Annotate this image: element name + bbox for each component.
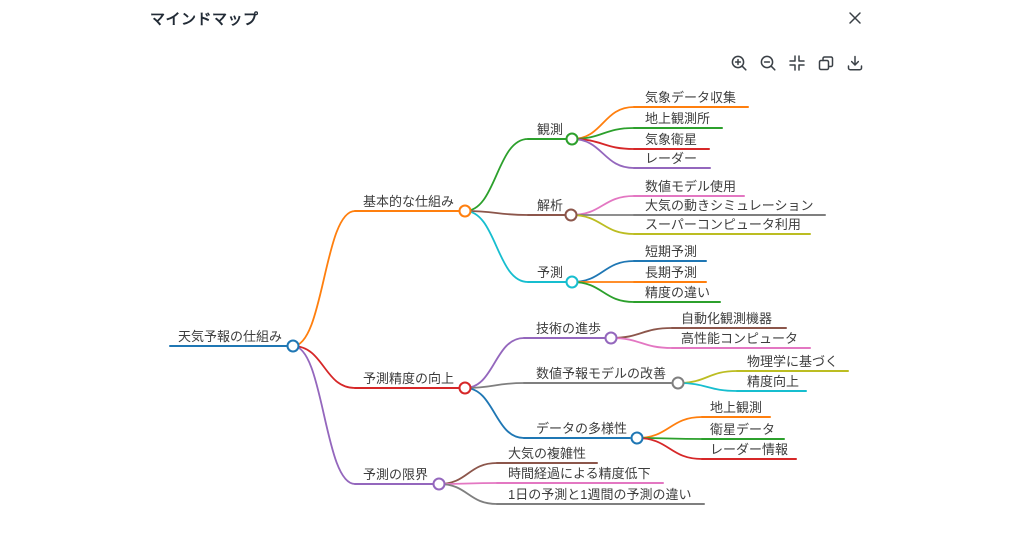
mindmap-node-label: レーダー情報 xyxy=(710,442,788,457)
fit-view-button[interactable] xyxy=(788,54,806,72)
mindmap-node-label: 観測 xyxy=(537,122,563,137)
mindmap-node-label: 予測精度の向上 xyxy=(363,371,454,386)
zoom-out-icon xyxy=(759,54,777,72)
mindmap-link xyxy=(464,382,525,389)
mindmap-node-toggle-circle[interactable] xyxy=(564,208,578,222)
mindmap-node-toggle-circle[interactable] xyxy=(630,431,644,445)
mindmap-link xyxy=(571,138,635,169)
mindmap-node-label: 技術の進歩 xyxy=(536,321,601,336)
mindmap-node-label: 予測の限界 xyxy=(363,467,428,482)
mindmap-node-label: 気象衛星 xyxy=(645,132,697,147)
close-button[interactable] xyxy=(845,8,865,28)
mindmap-node-label: スーパーコンピュータ利用 xyxy=(645,217,801,232)
zoom-in-button[interactable] xyxy=(730,54,748,72)
zoom-in-icon xyxy=(730,54,748,72)
mindmap-circles xyxy=(286,132,685,491)
mindmap-node-label: 衛星データ xyxy=(710,422,775,437)
mindmap-link xyxy=(610,327,673,339)
mindmap-node-label: 基本的な仕組み xyxy=(363,194,454,209)
mindmap-node-toggle-circle[interactable] xyxy=(458,204,472,218)
mindmap-link xyxy=(610,337,673,349)
mindmap-node-label: 長期予測 xyxy=(645,265,697,280)
mindmap-node-label: 解析 xyxy=(537,198,563,213)
mindmap-node-toggle-circle[interactable] xyxy=(286,339,300,353)
mindmap-link xyxy=(677,370,738,384)
copy-icon xyxy=(817,54,835,72)
mindmap-node-toggle-circle[interactable] xyxy=(604,331,618,345)
mindmap-underlines xyxy=(169,106,849,505)
mindmap-node-toggle-circle[interactable] xyxy=(671,376,685,390)
mindmap-node-label: 気象データ収集 xyxy=(645,90,736,105)
mindmap-node-label: 数値モデル使用 xyxy=(645,179,736,194)
mindmap-node-label: 高性能コンピュータ xyxy=(681,331,798,346)
mindmap-node-label: レーダー xyxy=(645,151,697,166)
mindmap-link xyxy=(464,337,525,389)
copy-button[interactable] xyxy=(817,54,835,72)
download-button[interactable] xyxy=(846,54,864,72)
mindmap-link xyxy=(464,138,529,212)
mindmap-link xyxy=(571,260,635,283)
mindmap-link xyxy=(464,210,529,216)
zoom-out-button[interactable] xyxy=(759,54,777,72)
mindmap-node-label: 物理学に基づく xyxy=(747,354,838,369)
mindmap-node-toggle-circle[interactable] xyxy=(432,477,446,491)
mindmap-node-label: 時間経過による精度低下 xyxy=(508,466,651,481)
mindmap-node-toggle-circle[interactable] xyxy=(565,132,579,146)
mindmap-link xyxy=(464,210,529,283)
toolbar xyxy=(730,54,864,72)
mindmap-link xyxy=(636,437,703,460)
mindmap-link xyxy=(292,345,356,389)
mindmap-node-label: 地上観測所 xyxy=(645,111,710,126)
mindmap-node-label: 大気の動きシミュレーション xyxy=(645,198,813,213)
mindmap-node-label: 1日の予測と1週間の予測の違い xyxy=(508,487,691,502)
mindmap-link xyxy=(570,214,635,235)
mindmap-node-label: 数値予報モデルの改善 xyxy=(536,366,666,381)
mindmap-node-label: 精度向上 xyxy=(747,374,799,389)
mindmap-node-label: 精度の違い xyxy=(645,285,710,300)
fit-view-icon xyxy=(788,54,806,72)
mindmap-link xyxy=(292,210,356,347)
mindmap-link xyxy=(570,195,635,216)
download-icon xyxy=(846,54,864,72)
mindmap-node-label: 予測 xyxy=(537,265,563,280)
close-icon xyxy=(848,11,862,25)
mindmap-node-label: 地上観測 xyxy=(710,400,762,415)
mindmap-link xyxy=(438,483,498,505)
mindmap-link xyxy=(292,345,356,485)
mindmap-node-label: 大気の複雑性 xyxy=(508,446,586,461)
mindmap-link xyxy=(677,382,738,392)
mindmap-links xyxy=(292,106,738,505)
mindmap-link xyxy=(571,281,635,303)
mindmap-link xyxy=(636,416,703,439)
dialog-title: マインドマップ xyxy=(150,11,259,28)
mindmap-node-label: 天気予報の仕組み xyxy=(178,329,282,344)
mindmap-node-label: 自動化観測機器 xyxy=(681,311,772,326)
mindmap-link xyxy=(464,387,525,439)
mindmap-node-toggle-circle[interactable] xyxy=(458,381,472,395)
mindmap-link xyxy=(438,462,498,485)
mindmap-node-toggle-circle[interactable] xyxy=(565,275,579,289)
mindmap-node-label: 短期予測 xyxy=(645,244,697,259)
mindmap-labels: 天気予報の仕組み基本的な仕組み観測気象データ収集地上観測所気象衛星レーダー解析数… xyxy=(178,90,838,502)
mindmap-node-label: データの多様性 xyxy=(536,421,627,436)
